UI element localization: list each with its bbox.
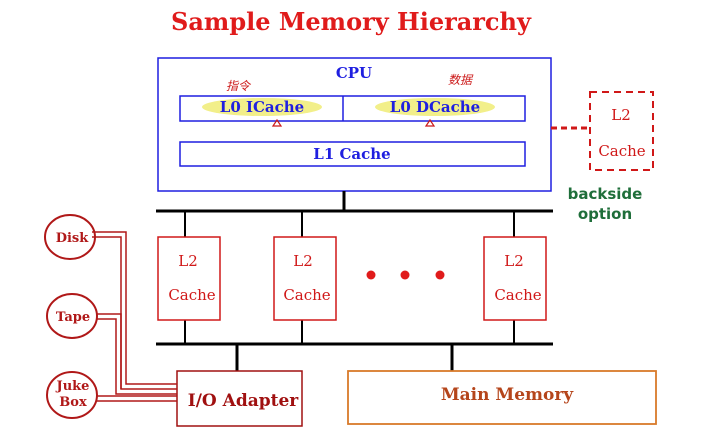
annotation-marker-icon <box>271 118 283 127</box>
l0-cache-row <box>179 95 526 122</box>
jukebox-label-line1: Juke <box>56 379 90 394</box>
l2-cache-box <box>157 236 221 321</box>
backside-l2-box <box>589 91 654 171</box>
ellipsis-dot <box>366 270 376 280</box>
disk-label: Disk <box>56 231 90 246</box>
annotation-data: 数据 <box>448 73 474 87</box>
l1-cache-box <box>179 141 526 167</box>
backside-option-line2: option <box>578 205 632 223</box>
backside-cache-label: Cache <box>598 142 645 160</box>
l2-cache-label: Cache <box>494 286 541 304</box>
l2-cache-box <box>483 236 547 321</box>
backside-option-line1: backside <box>568 185 643 203</box>
backside-l2-label: L2 <box>611 106 631 124</box>
device-wires <box>92 231 177 402</box>
l0-dcache-label: L0 DCache <box>390 98 480 116</box>
l2-cache-label: L2 <box>178 252 198 270</box>
main-memory-box <box>347 370 657 425</box>
tape-device <box>46 293 98 339</box>
l2-cache-label: L2 <box>504 252 524 270</box>
cpu-box <box>157 57 552 192</box>
page-title: Sample Memory Hierarchy <box>171 7 532 36</box>
l2-cache-label: L2 <box>293 252 313 270</box>
main-memory-label: Main Memory <box>441 385 574 405</box>
l2-cache-label: Cache <box>283 286 330 304</box>
ellipsis-dot <box>400 270 410 280</box>
disk-device <box>44 214 96 260</box>
l2-cache-box <box>273 236 337 321</box>
annotation-instruction: 指令 <box>226 79 252 93</box>
io-adapter-label: I/O Adapter <box>188 391 300 411</box>
ellipsis-dot <box>435 270 445 280</box>
jukebox-device <box>46 371 98 419</box>
l0-icache-label: L0 ICache <box>220 98 304 116</box>
cpu-label: CPU <box>336 64 372 82</box>
jukebox-label-line2: Box <box>59 395 87 410</box>
annotation-marker-icon <box>424 118 436 127</box>
l2-cache-label: Cache <box>168 286 215 304</box>
l0-icache-highlight <box>202 98 322 116</box>
io-adapter-box <box>176 370 303 427</box>
tape-label: Tape <box>56 310 90 325</box>
l1-cache-label: L1 Cache <box>313 145 390 163</box>
l0-dcache-highlight <box>375 98 495 116</box>
